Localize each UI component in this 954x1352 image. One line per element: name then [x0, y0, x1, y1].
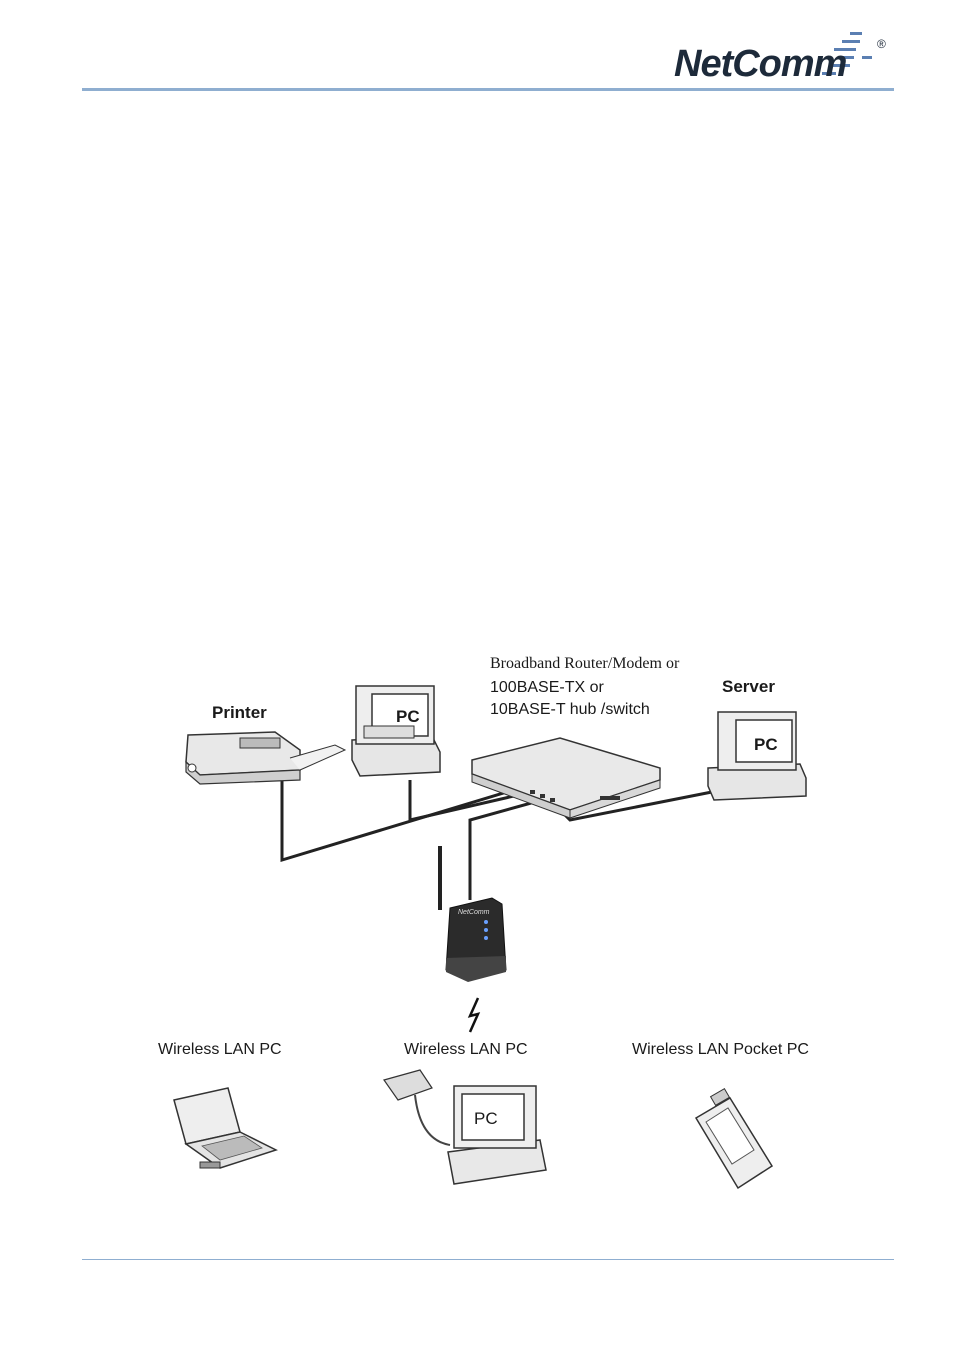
- header-rule: [82, 88, 894, 91]
- printer-icon: [185, 731, 347, 785]
- router-icon: [471, 737, 661, 819]
- pc-icon: [351, 685, 441, 777]
- logo-registered-mark: ®: [877, 37, 886, 51]
- wireless-desktop-label: Wireless LAN PC: [404, 1041, 528, 1058]
- wireless-signal-icon: [467, 997, 481, 1033]
- server-screen-label: PC: [754, 735, 778, 754]
- wireless-desktop-screen-label: PC: [474, 1109, 498, 1128]
- wireless-laptop-label: Wireless LAN PC: [158, 1041, 282, 1058]
- cable-printer: [280, 780, 521, 863]
- cable-access-point: [468, 793, 561, 900]
- logo-wordmark: NetComm: [674, 43, 847, 84]
- access-point-icon: [438, 846, 507, 982]
- server-label: Server: [722, 677, 775, 696]
- network-cables: [280, 780, 723, 900]
- network-diagram: Printer PC Broadband Router/Modem or 100…: [158, 655, 809, 1190]
- pc-screen-label: PC: [396, 707, 420, 726]
- cable-pc: [408, 780, 541, 822]
- router-label-line1: Broadband Router/Modem or: [490, 655, 680, 672]
- router-label-line3: 10BASE-T hub /switch: [490, 701, 650, 718]
- netcomm-logo: NetComm ®: [674, 32, 886, 84]
- server-icon: [707, 711, 807, 801]
- footer-rule: [82, 1259, 894, 1260]
- pocket-pc-icon: [694, 1087, 774, 1190]
- access-point-brand: NetComm: [458, 909, 490, 916]
- printer-label: Printer: [212, 703, 267, 722]
- wireless-pocket-label: Wireless LAN Pocket PC: [632, 1041, 809, 1058]
- logo-dashes: [822, 32, 872, 75]
- wireless-desktop-icon: [383, 1069, 547, 1185]
- laptop-icon: [173, 1087, 278, 1169]
- router-label-line2: 100BASE-TX or: [490, 679, 605, 696]
